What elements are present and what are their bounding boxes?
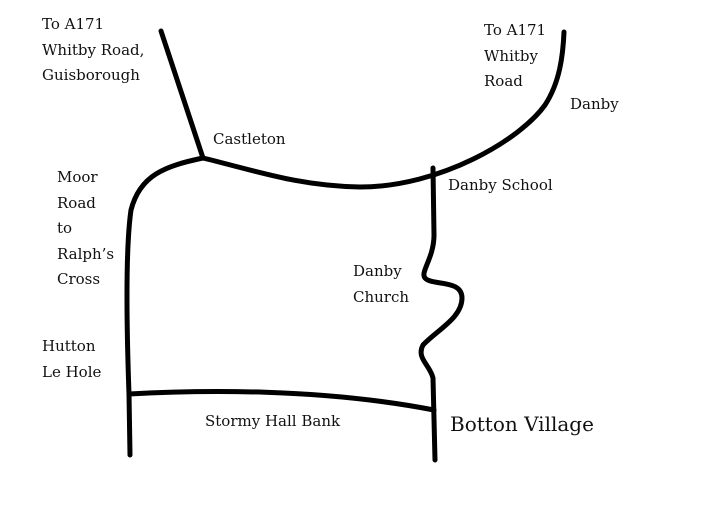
label-moor-road-to-ralphs-cross: Moor Road to Ralph’s Cross	[57, 168, 115, 288]
road-to-guisborough	[158, 28, 206, 161]
road-danby-school-to-botton	[418, 165, 465, 463]
label-botton-village: Botton Village	[450, 412, 594, 436]
label-danby-church: Danby Church	[353, 262, 410, 306]
road-moor-road-hutton-le-hole	[124, 155, 206, 458]
label-to-a171-whitby-road: To A171 Whitby Road	[484, 21, 547, 90]
label-stormy-hall-bank: Stormy Hall Bank	[205, 412, 341, 430]
road-castleton-to-danby-whitby	[200, 29, 567, 190]
label-hutton-le-hole: Hutton Le Hole	[42, 337, 102, 381]
label-danby-school: Danby School	[448, 176, 553, 194]
road-stormy-hall-bank	[126, 388, 437, 413]
label-castleton: Castleton	[213, 130, 286, 148]
label-danby: Danby	[570, 95, 619, 113]
label-to-a171-whitby-road-guisborough: To A171 Whitby Road, Guisborough	[42, 15, 145, 84]
